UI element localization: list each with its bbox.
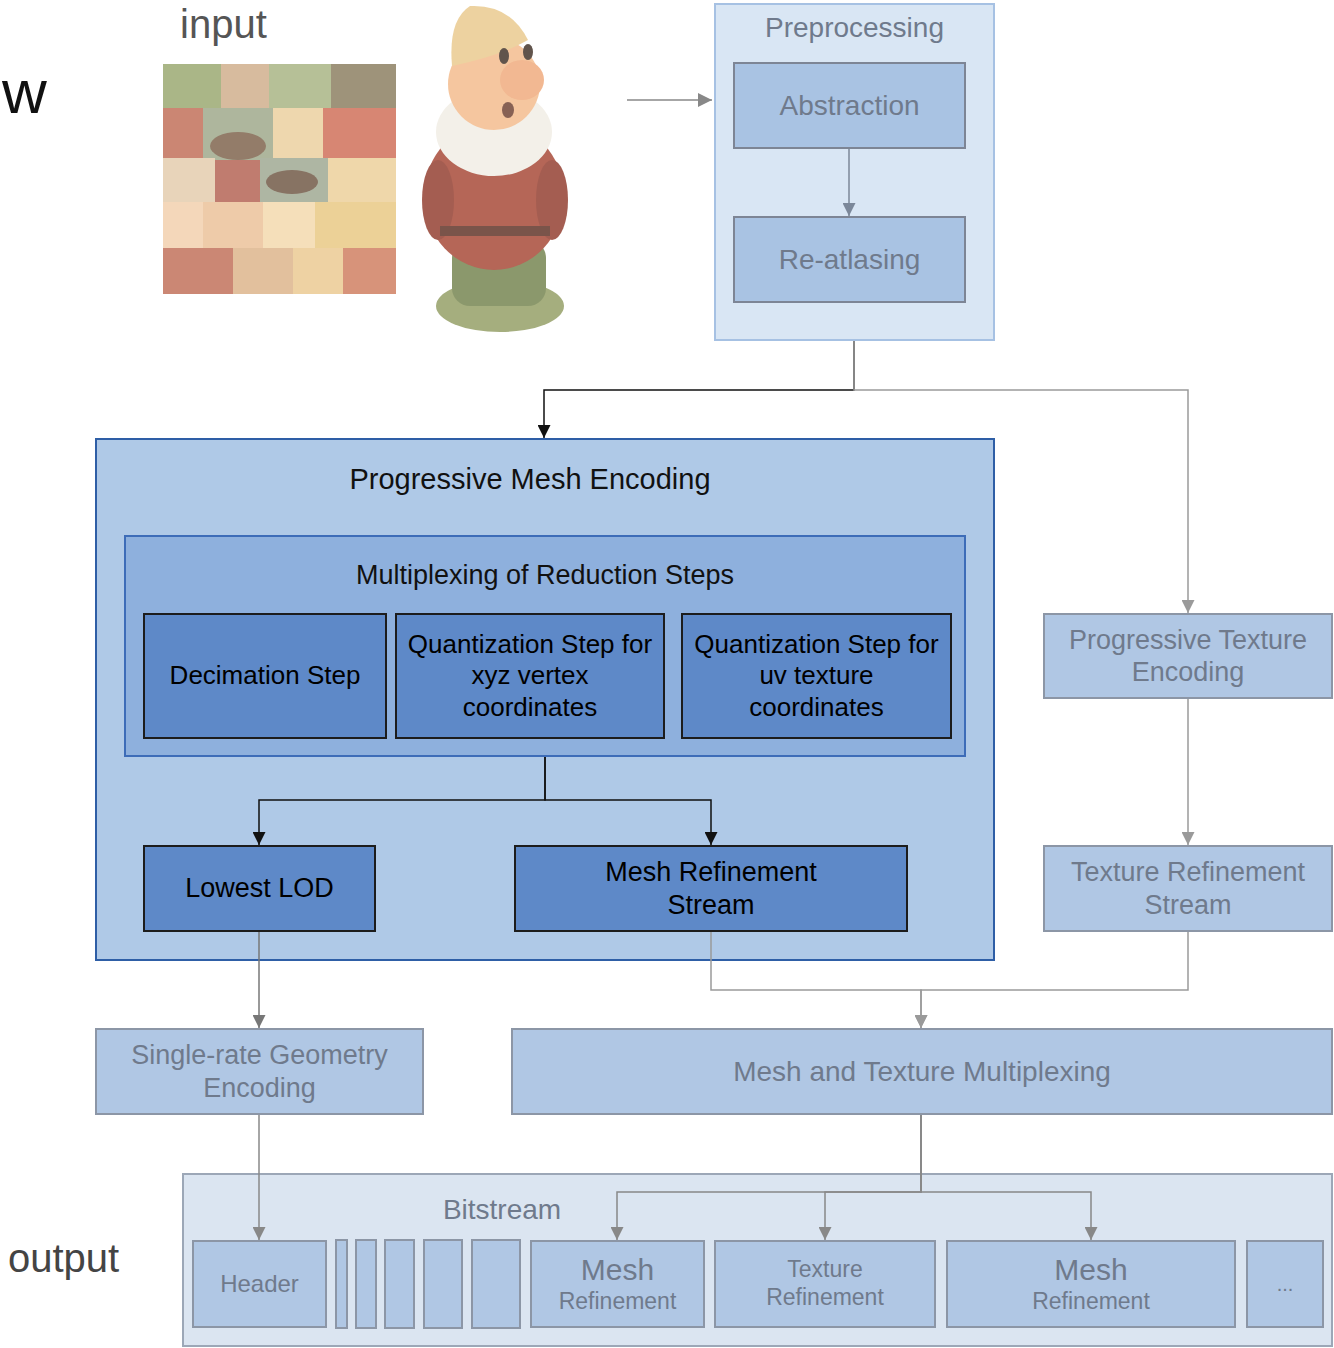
node-label: Progressive Texture Encoding [1053, 624, 1323, 689]
process-box: Quantization Step for uv texture coordin… [681, 613, 952, 739]
arrow-connector [544, 341, 854, 438]
node-label: Decimation Step [170, 660, 361, 691]
bitstream-segment: Header [192, 1240, 327, 1328]
output-box: Mesh Refinement Stream [514, 845, 908, 932]
output-box: Texture Refinement Stream [1043, 845, 1333, 932]
bitstream-segment: MeshRefinement [530, 1240, 705, 1328]
bitstream-slot [472, 1240, 520, 1328]
group-heading: Bitstream [384, 1193, 620, 1227]
arrow-connector [711, 932, 921, 1028]
process-box: Single-rate Geometry Encoding [95, 1028, 424, 1115]
node-label: Texture Refinement [745, 1256, 905, 1311]
arrow-connector [854, 341, 1188, 613]
bitstream-segment: MeshRefinement [946, 1240, 1236, 1328]
arrow-connector [848, 149, 850, 216]
diagram-label: input [180, 2, 267, 46]
arrow-connector [921, 1115, 1091, 1240]
node-label: Mesh [1054, 1252, 1127, 1288]
node-label: Texture Refinement Stream [1053, 856, 1323, 921]
group-heading: Preprocessing [716, 11, 993, 45]
group-heading: Multiplexing of Reduction Steps [126, 559, 964, 591]
arrow-connector [258, 932, 260, 1028]
node-label: Mesh [581, 1252, 654, 1288]
group-box: Multiplexing of Reduction StepsDecimatio… [124, 535, 966, 757]
node-label: Mesh and Texture Multiplexing [733, 1055, 1111, 1089]
node-label: Abstraction [779, 89, 919, 123]
node-label: Quantization Step for uv texture coordin… [691, 629, 942, 723]
bitstream-segment: Texture Refinement [714, 1240, 936, 1328]
node-label: Lowest LOD [185, 872, 334, 904]
node-label: Refinement [559, 1288, 677, 1316]
diagram-label: output [8, 1236, 119, 1280]
bitstream-segment: ... [1246, 1240, 1324, 1328]
node-label: Re-atlasing [779, 243, 921, 277]
arrow-connector [617, 1115, 921, 1240]
process-box: Re-atlasing [733, 216, 966, 303]
node-label: Refinement [1032, 1288, 1150, 1316]
bitstream-slot [356, 1240, 376, 1328]
process-box: Quantization Step for xyz vertex coordin… [395, 613, 665, 739]
texture-atlas [163, 64, 396, 294]
arrow-connector [258, 1115, 260, 1240]
arrow-connector [921, 932, 1188, 1028]
output-box: Lowest LOD [143, 845, 376, 932]
arrow-connector [545, 757, 711, 845]
process-box: Abstraction [733, 62, 966, 149]
process-box: Mesh and Texture Multiplexing [511, 1028, 1333, 1115]
process-box: Decimation Step [143, 613, 387, 739]
arrow-connector [1187, 699, 1189, 845]
diagram-label: w [2, 58, 47, 126]
node-label: Single-rate Geometry Encoding [105, 1039, 414, 1104]
node-label: ... [1277, 1272, 1294, 1296]
node-label: Header [220, 1270, 299, 1299]
node-label: Mesh Refinement Stream [561, 856, 861, 921]
node-label: Quantization Step for xyz vertex coordin… [405, 629, 655, 723]
input-arrow [627, 99, 712, 101]
bitstream-slot [424, 1240, 462, 1328]
bitstream-band: BitstreamHeaderMeshRefinementTexture Ref… [182, 1173, 1333, 1347]
arrow-connector [825, 1115, 921, 1240]
group-box: Progressive Mesh EncodingMultiplexing of… [95, 438, 995, 961]
bitstream-slot [336, 1240, 347, 1328]
group-heading: Progressive Mesh Encoding [97, 462, 963, 497]
group-box: PreprocessingAbstractionRe-atlasing [714, 3, 995, 341]
bitstream-slot [385, 1240, 414, 1328]
arrow-connector [259, 757, 545, 845]
process-box: Progressive Texture Encoding [1043, 613, 1333, 699]
gnome-figure [422, 6, 568, 332]
